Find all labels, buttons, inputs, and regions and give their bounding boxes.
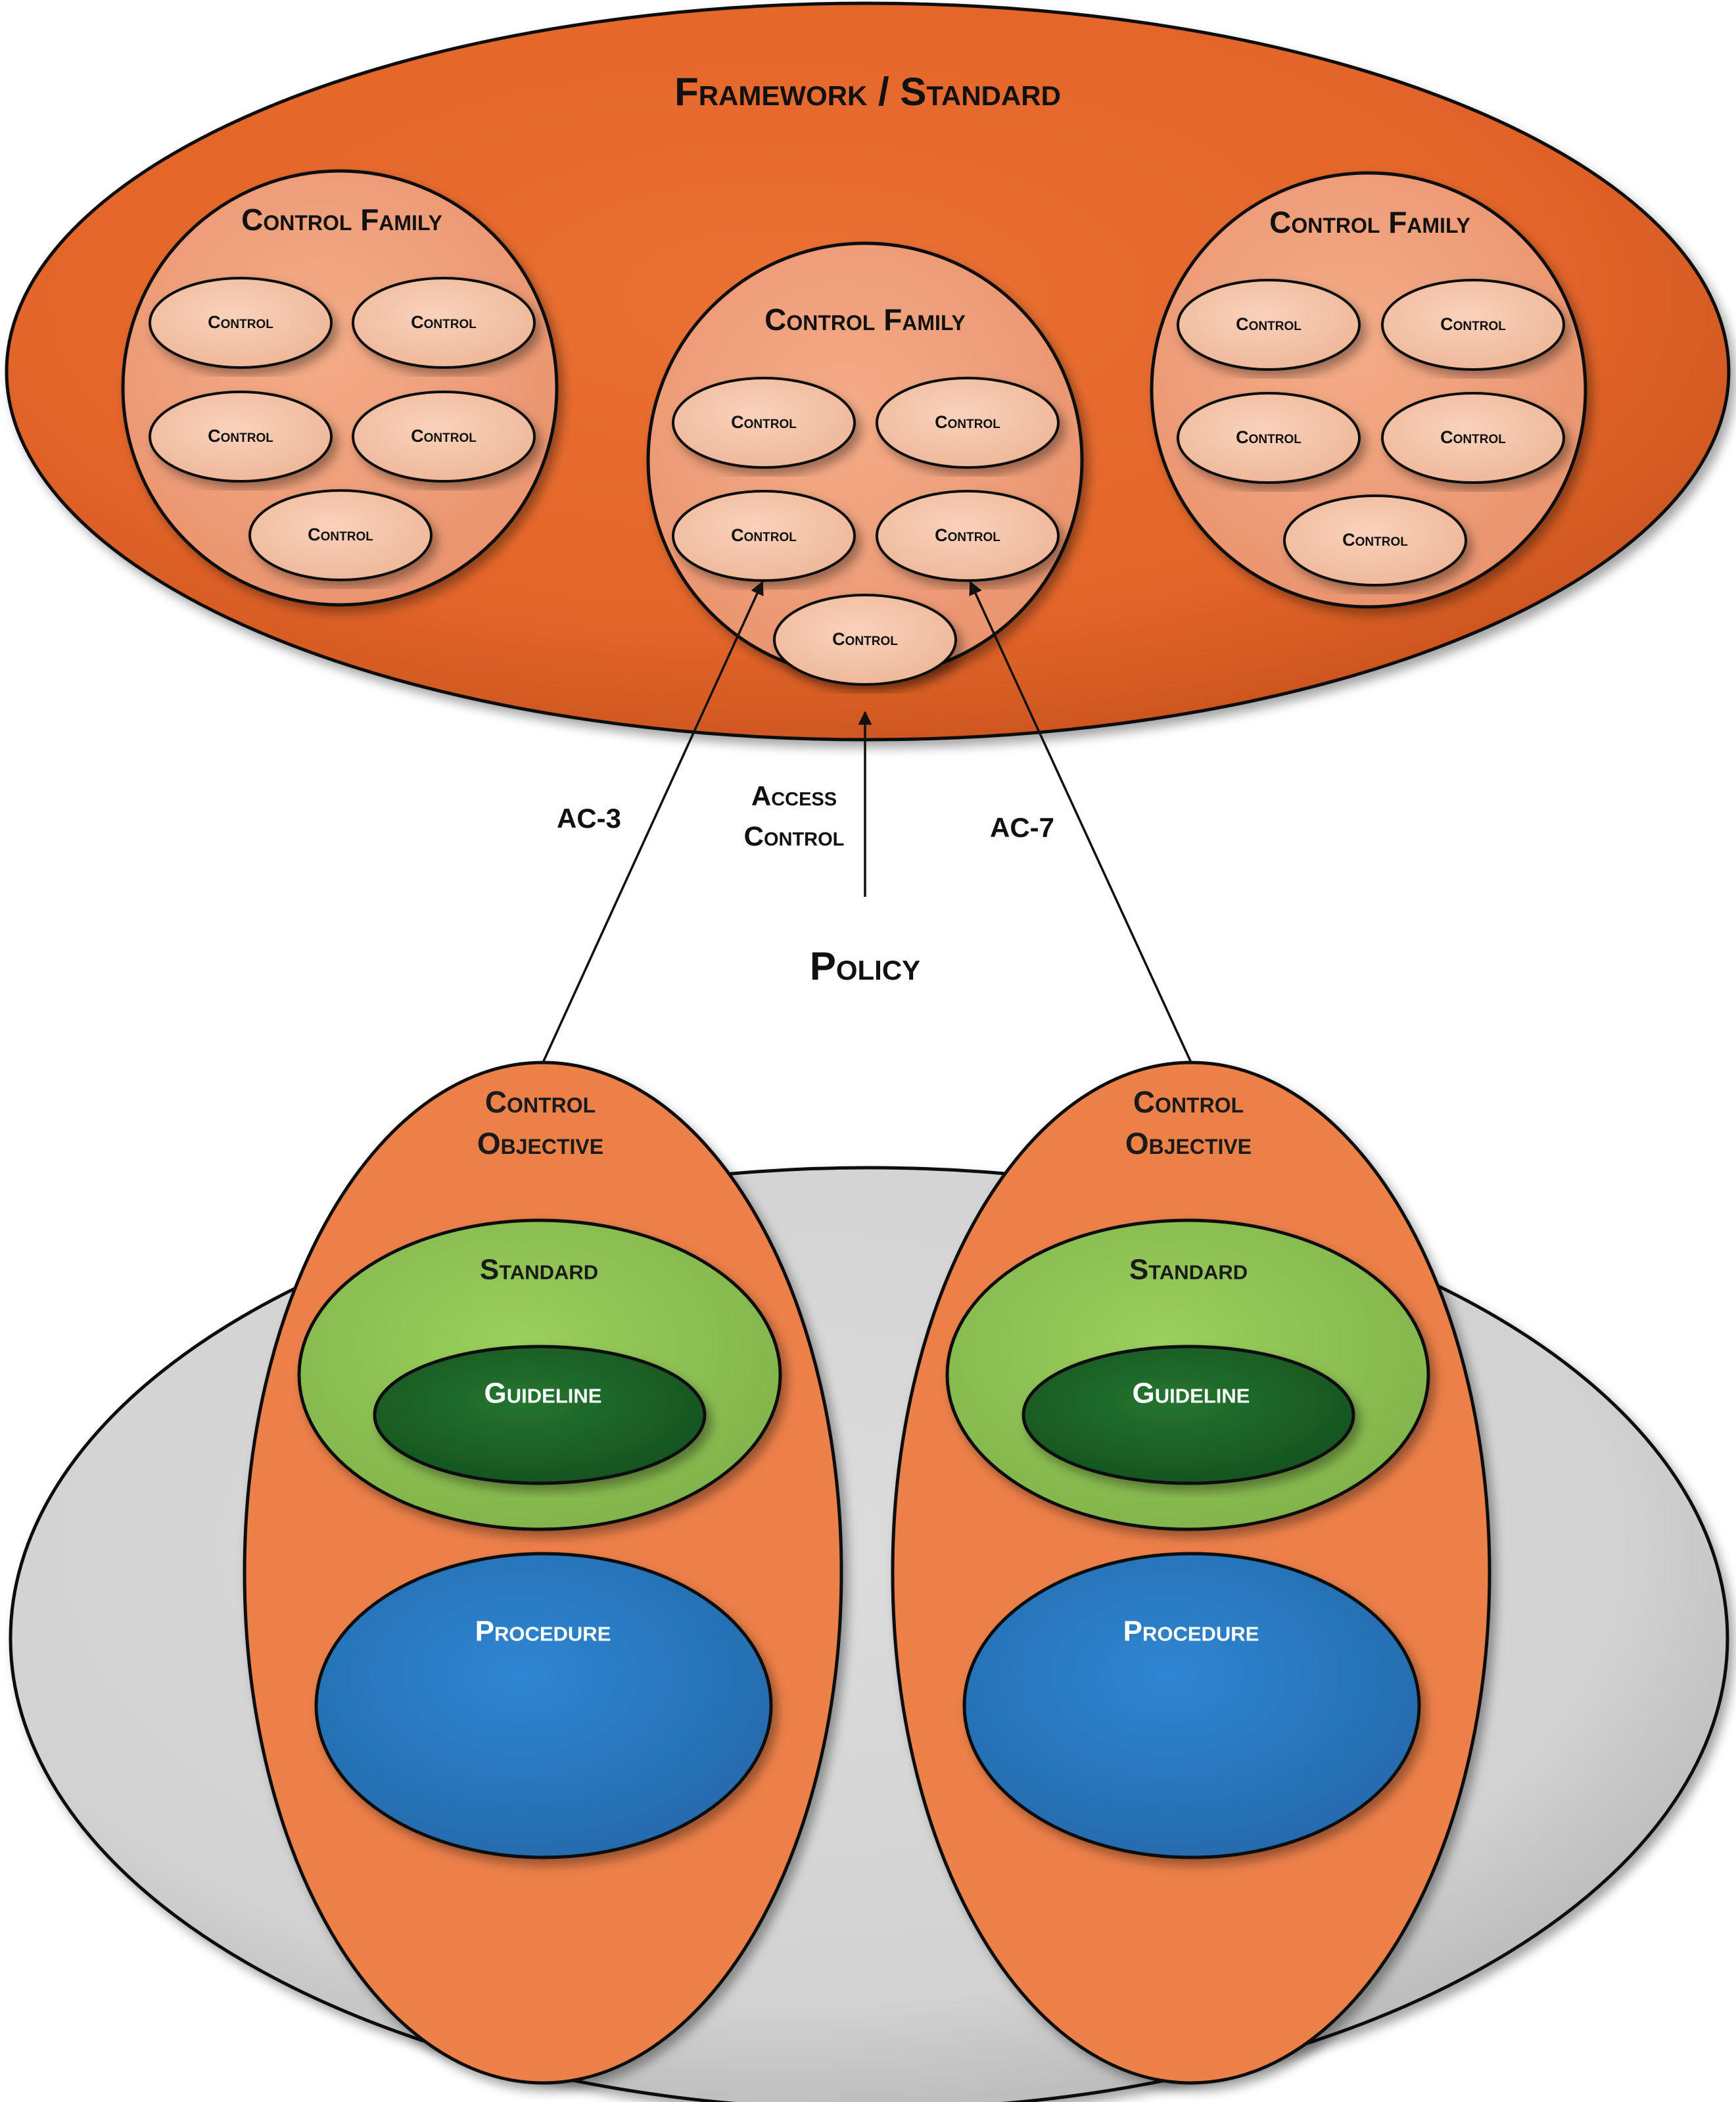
policy-group: Policy Control Objective Standard Guidel…: [9, 944, 1729, 2102]
control-label: Control: [1440, 427, 1506, 447]
edge-label-access-line1: Access: [751, 780, 837, 811]
control-label: Control: [1236, 427, 1302, 447]
control-label: Control: [731, 412, 797, 432]
control-node: [1177, 279, 1361, 371]
objective-label-line1: Control: [485, 1085, 596, 1119]
edge-label-ac-7: AC-7: [990, 812, 1054, 843]
procedure-ellipse: [962, 1552, 1421, 1859]
control-node: [352, 391, 536, 483]
edge-ac-3: [542, 581, 764, 1063]
procedure-label: Procedure: [1123, 1615, 1259, 1648]
framework-group: Framework / Standard Control Family Cont…: [5, 1, 1731, 742]
objective-label-line1: Control: [1133, 1085, 1244, 1119]
edge-ac-7: [969, 581, 1192, 1063]
guideline-ellipse: [1021, 1345, 1355, 1485]
control-label: Control: [832, 629, 898, 649]
framework-title: Framework / Standard: [674, 70, 1061, 114]
control-label: Control: [731, 525, 797, 545]
control-node: [1381, 392, 1565, 484]
control-node: [876, 377, 1060, 469]
control-objective-1: Control Objective Standard Guideline Pro…: [243, 1061, 843, 2085]
control-label: Control: [411, 312, 477, 332]
control-node: [149, 391, 333, 483]
control-label: Control: [308, 525, 373, 544]
procedure-label: Procedure: [475, 1615, 611, 1648]
control-label: Control: [1236, 314, 1302, 334]
guideline-label: Guideline: [1133, 1377, 1250, 1410]
control-node: [672, 377, 856, 469]
control-node: [773, 594, 957, 686]
control-family-2: Control Family Control Control Control C…: [646, 241, 1084, 686]
control-label: Control: [1342, 530, 1408, 550]
control-label: Control: [1440, 314, 1506, 334]
guideline-label: Guideline: [484, 1377, 602, 1410]
connectors: AC-3 Access Control AC-7: [542, 581, 1192, 1063]
control-node: [672, 490, 856, 582]
control-label: Control: [935, 412, 1000, 432]
standard-label: Standard: [1129, 1254, 1248, 1286]
objective-label-line2: Objective: [1125, 1126, 1252, 1160]
control-label: Control: [208, 312, 273, 332]
control-family-1: Control Family Control Control Control C…: [121, 169, 559, 607]
guideline-ellipse: [373, 1345, 707, 1485]
control-node: [1381, 279, 1565, 371]
family-label: Control Family: [241, 203, 442, 237]
control-node: [1283, 494, 1467, 586]
edge-label-access-line2: Control: [744, 821, 845, 851]
family-label: Control Family: [764, 302, 966, 337]
control-label: Control: [411, 426, 477, 446]
control-node: [248, 489, 433, 581]
control-objective-2: Control Objective Standard Guideline Pro…: [891, 1061, 1491, 2085]
control-node: [149, 277, 333, 369]
control-family-3: Control Family Control Control Control C…: [1150, 171, 1587, 609]
standard-label: Standard: [480, 1254, 598, 1286]
control-node: [352, 277, 536, 369]
policy-title: Policy: [810, 944, 920, 988]
control-node: [1177, 392, 1361, 484]
procedure-ellipse: [314, 1552, 773, 1859]
control-node: [876, 490, 1060, 582]
objective-label-line2: Objective: [477, 1126, 603, 1160]
control-label: Control: [208, 426, 273, 446]
family-label: Control Family: [1269, 205, 1470, 239]
control-label: Control: [935, 525, 1000, 545]
edge-label-ac-3: AC-3: [557, 803, 621, 834]
